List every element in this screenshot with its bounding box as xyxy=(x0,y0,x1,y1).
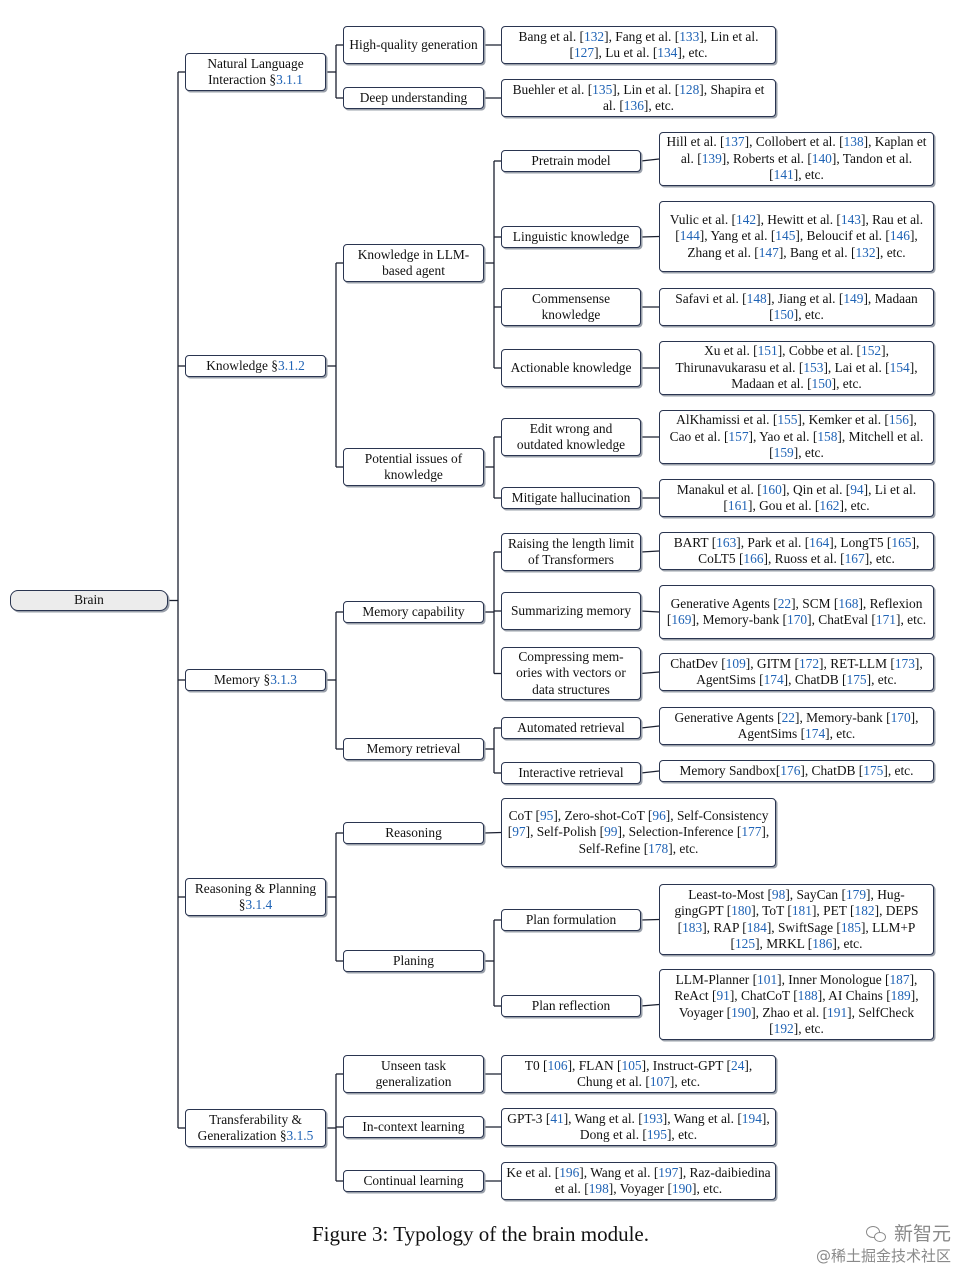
node-pre: Pretrain model xyxy=(501,150,641,172)
node-rp: Reasoning & Planning §3.1.4 xyxy=(185,878,326,916)
node-kin: Knowledge in LLM-based agent xyxy=(343,244,484,282)
refs-auto: Generative Agents [22], Memory-bank [170… xyxy=(659,707,934,745)
node-unseen: Unseen task generalization xyxy=(343,1055,484,1093)
watermark-brand: 新智元 xyxy=(893,1223,951,1245)
refs-inter: Memory Sandbox[176], ChatDB [175], etc. xyxy=(659,760,934,782)
node-memret: Memory retrieval xyxy=(343,738,484,760)
node-reas: Reasoning xyxy=(343,822,484,844)
node-edit: Edit wrong and outdated knowledge xyxy=(501,418,641,456)
node-cont: Continual learning xyxy=(343,1170,484,1192)
wechat-icon xyxy=(865,1225,888,1243)
refs-raise: BART [163], Park et al. [164], LongT5 [1… xyxy=(659,532,934,570)
refs-summ: Generative Agents [22], SCM [168], Refle… xyxy=(659,585,934,639)
node-pform: Plan formulation xyxy=(501,909,641,931)
node-inter: Interactive retrieval xyxy=(501,762,641,784)
node-know: Knowledge §3.1.2 xyxy=(185,355,326,377)
node-hall: Mitigate hallucination xyxy=(501,487,641,509)
watermark-site: @稀土掘金技术社区 xyxy=(815,1247,951,1265)
node-mem: Memory §3.1.3 xyxy=(185,669,326,691)
refs-pform: Least-to-Most [98], SayCan [179], Hug-gi… xyxy=(659,884,934,955)
node-pot: Potential issues of knowledge xyxy=(343,448,484,486)
node-summ: Summarizing memory xyxy=(501,592,641,630)
refs-hq: Bang et al. [132], Fang et al. [133], Li… xyxy=(501,26,776,64)
node-tg: Transferability & Generalization §3.1.5 xyxy=(185,1109,326,1147)
node-comm: Commensense knowledge xyxy=(501,288,641,326)
node-auto: Automated retrieval xyxy=(501,717,641,739)
watermark: 新智元 @稀土掘金技术社区 xyxy=(816,1222,951,1266)
refs-cont: Ke et al. [196], Wang et al. [197], Raz-… xyxy=(501,1162,776,1200)
refs-icl: GPT-3 [41], Wang et al. [193], Wang et a… xyxy=(501,1108,776,1146)
refs-prefl: LLM-Planner [101], Inner Monologue [187]… xyxy=(659,969,934,1040)
node-memcap: Memory capability xyxy=(343,601,484,623)
node-nli: Natural Language Interaction §3.1.1 xyxy=(185,53,326,91)
node-plan: Planing xyxy=(343,950,484,972)
node-deep: Deep understanding xyxy=(343,87,484,109)
node-act: Actionable knowledge xyxy=(501,349,641,387)
node-raise: Raising the length limit of Transformers xyxy=(501,533,641,571)
node-comp: Compressing mem-ories with vectors or da… xyxy=(501,647,641,700)
refs-deep: Buehler et al. [135], Lin et al. [128], … xyxy=(501,79,776,117)
node-prefl: Plan reflection xyxy=(501,995,641,1017)
refs-hall: Manakul et al. [160], Qin et al. [94], L… xyxy=(659,479,934,517)
node-ling: Linguistic knowledge xyxy=(501,226,641,248)
refs-reas: CoT [95], Zero-shot-CoT [96], Self-Consi… xyxy=(501,798,776,867)
node-icl: In-context learning xyxy=(343,1116,484,1138)
refs-comp: ChatDev [109], GITM [172], RET-LLM [173]… xyxy=(659,653,934,691)
node-brain: Brain xyxy=(10,590,168,611)
node-hq: High-quality generation xyxy=(343,26,484,64)
refs-pre: Hill et al. [137], Collobert et al. [138… xyxy=(659,132,934,186)
refs-edit: AlKhamissi et al. [155], Kemker et al. [… xyxy=(659,410,934,464)
refs-act: Xu et al. [151], Cobbe et al. [152], Thi… xyxy=(659,341,934,395)
refs-ling: Vulic et al. [142], Hewitt et al. [143],… xyxy=(659,201,934,272)
refs-unseen: T0 [106], FLAN [105], Instruct-GPT [24],… xyxy=(501,1055,776,1093)
figure-caption: Figure 3: Typology of the brain module. xyxy=(311,1222,649,1246)
refs-comm: Safavi et al. [148], Jiang et al. [149],… xyxy=(659,288,934,326)
